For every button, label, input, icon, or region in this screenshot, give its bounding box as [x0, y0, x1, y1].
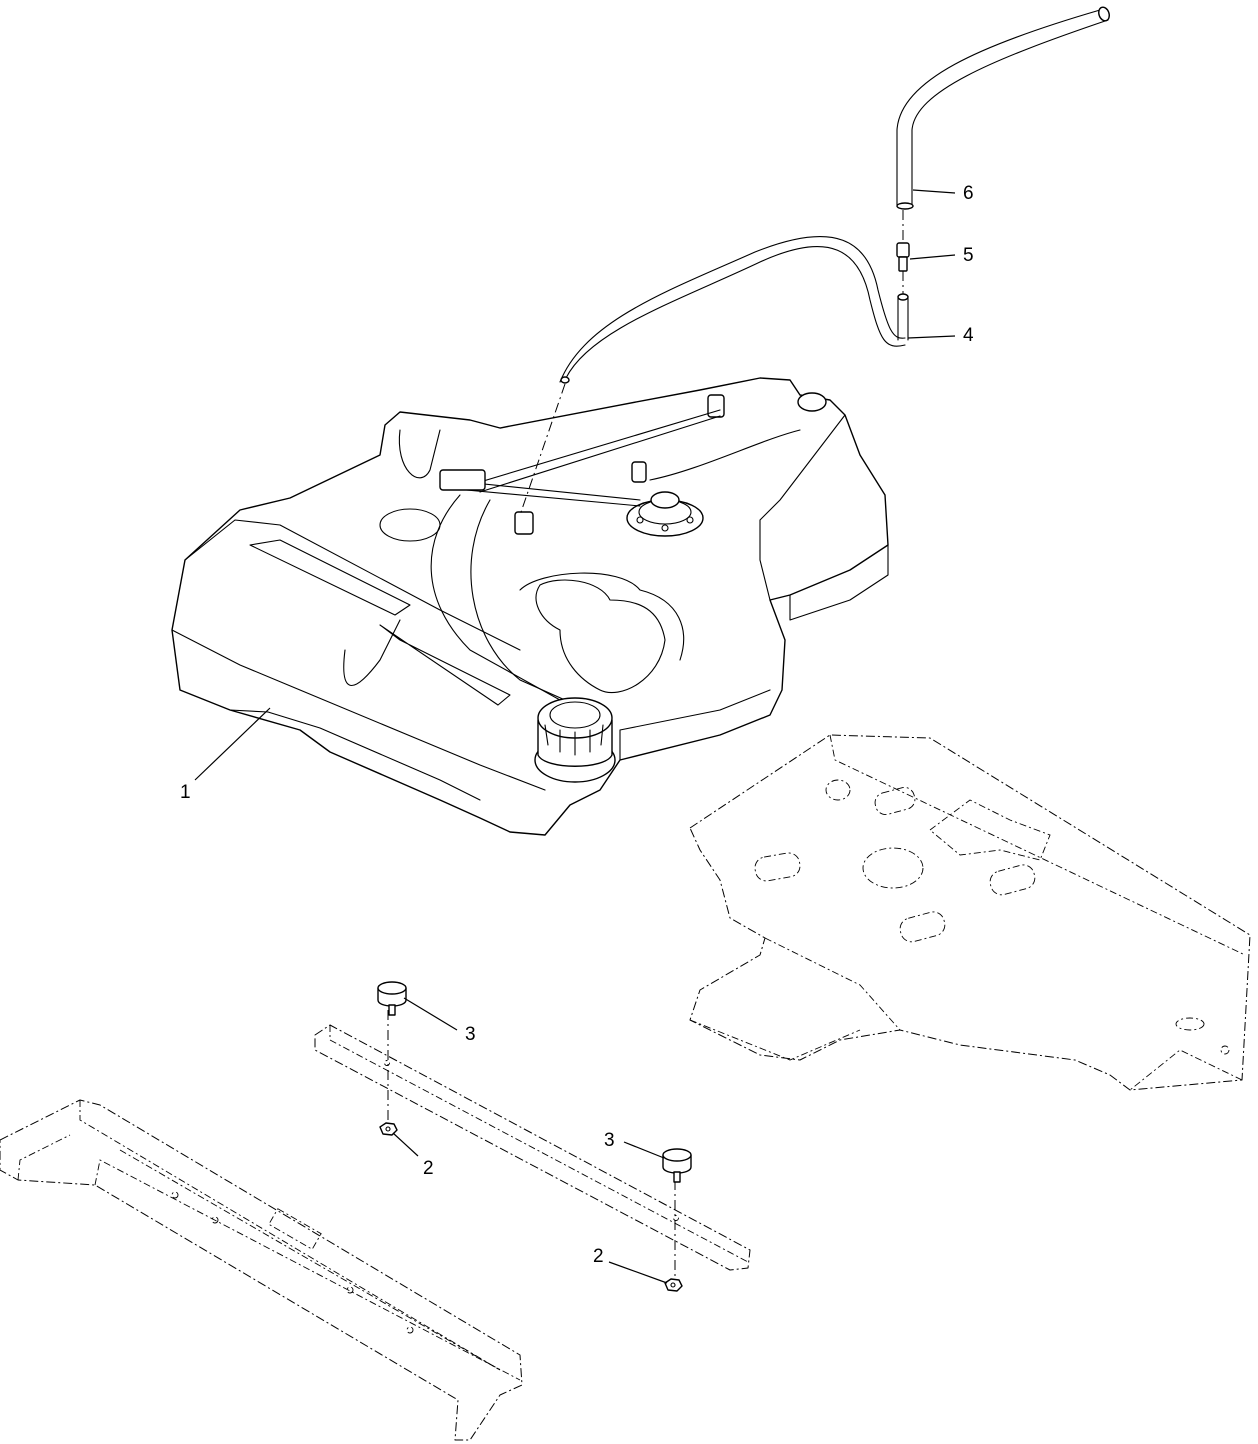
callout-1: 1 — [180, 782, 191, 803]
mounting-bar-phantom — [314, 1024, 751, 1271]
frame-crossmember-phantom — [0, 1099, 523, 1441]
callout-5: 5 — [963, 245, 974, 266]
bumper-lower — [662, 1148, 692, 1183]
leader-5 — [909, 254, 956, 260]
callout-6: 6 — [963, 183, 974, 204]
nut-upper — [379, 1122, 398, 1136]
fitting-part-5 — [896, 242, 910, 272]
callout-3-upper: 3 — [465, 1024, 476, 1045]
callout-2-upper: 2 — [423, 1158, 434, 1179]
fuel-tank — [171, 377, 889, 836]
leader-1 — [194, 707, 271, 781]
leader-2a — [392, 1132, 419, 1157]
leader-2b — [608, 1261, 668, 1284]
callout-labels: 1 2 2 3 3 4 5 6 — [180, 183, 974, 1267]
hose-part-6 — [896, 6, 1110, 210]
leader-3b — [623, 1141, 665, 1159]
leader-lines — [194, 189, 956, 1284]
nut-lower — [664, 1278, 683, 1292]
leader-3a — [403, 997, 458, 1031]
leader-6 — [912, 189, 956, 194]
callout-3-lower: 3 — [604, 1130, 615, 1151]
leader-4 — [907, 335, 956, 339]
callout-2-lower: 2 — [593, 1246, 604, 1267]
callout-4: 4 — [963, 325, 974, 346]
assembly-axes — [387, 210, 904, 1280]
hose-part-4 — [559, 236, 909, 384]
frame-plate-phantom — [689, 734, 1251, 1091]
bumper-upper — [377, 981, 407, 1016]
